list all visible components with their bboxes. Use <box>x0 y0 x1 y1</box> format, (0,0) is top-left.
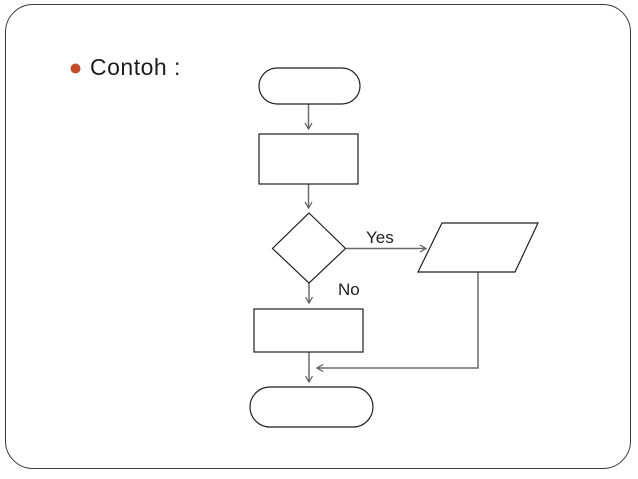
process-2-shape <box>253 308 364 353</box>
arrow-io-feedback-to-end <box>315 272 479 373</box>
flowchart-connectors <box>304 104 479 384</box>
process-1-shape <box>258 133 359 185</box>
terminator-end-shape <box>249 386 374 428</box>
edge-label-no: No <box>338 280 360 299</box>
decision-shape <box>271 212 347 284</box>
terminator-start-shape <box>258 67 361 105</box>
bullet-item: Contoh : <box>70 56 181 79</box>
bullet-dot-circle <box>70 63 81 74</box>
edge-label-yes: Yes <box>366 228 394 247</box>
bullet-label: Contoh : <box>90 54 181 80</box>
bullet-icon <box>70 63 81 74</box>
io-parallelogram-shape <box>417 222 539 273</box>
flowchart-shapes <box>249 67 539 428</box>
